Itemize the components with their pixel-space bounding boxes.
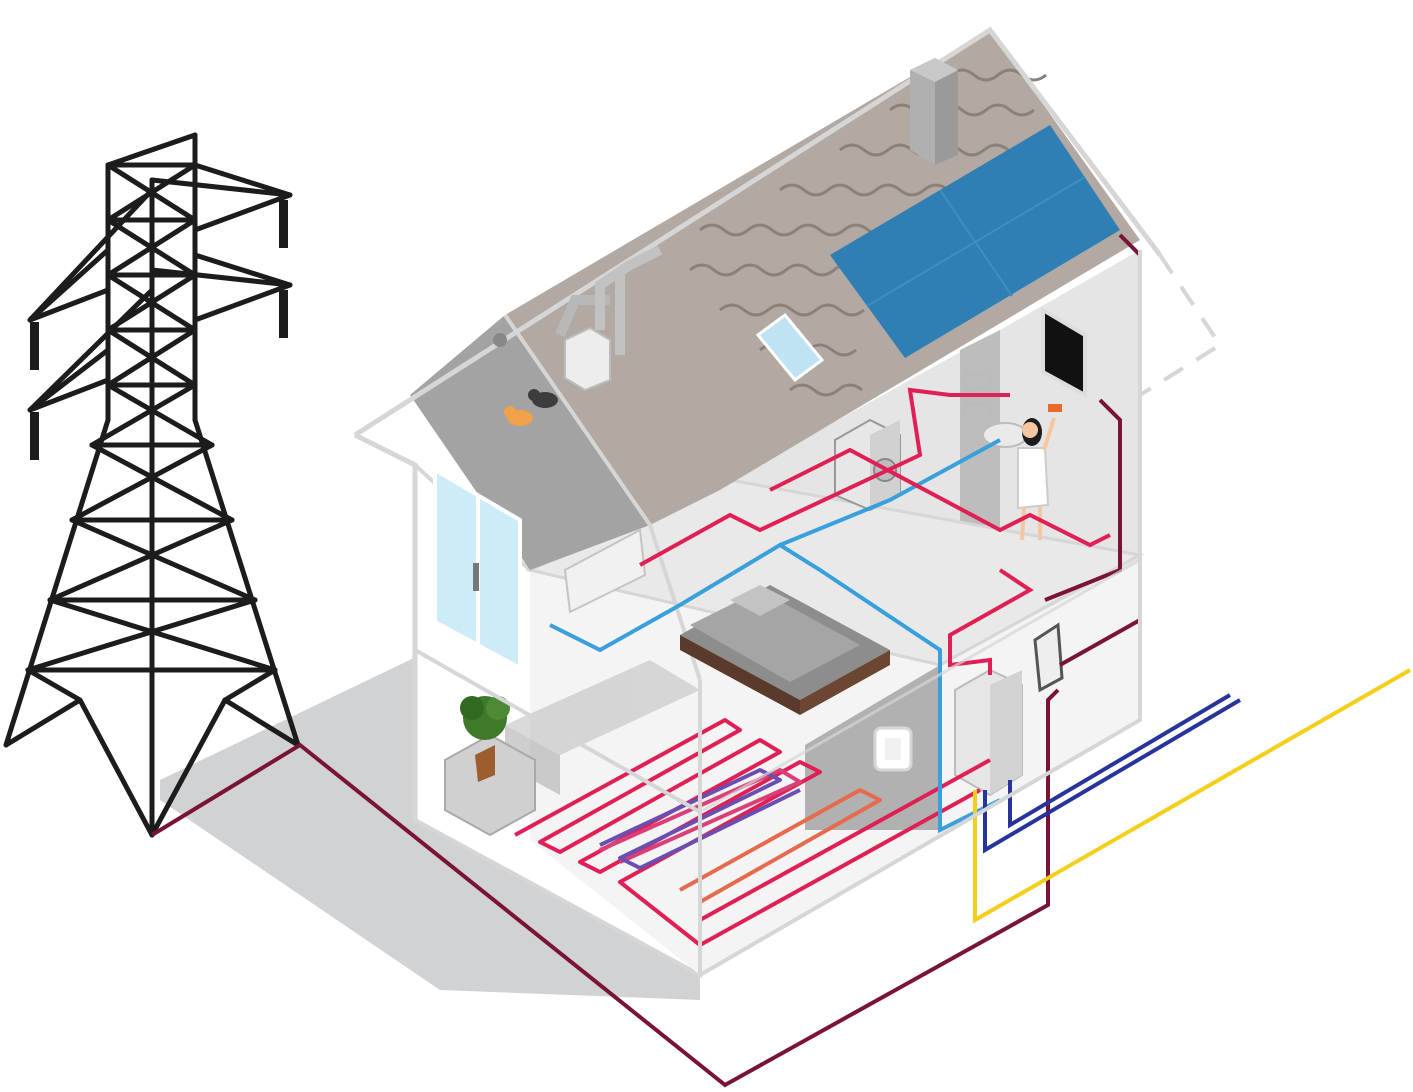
electric-meter-icon — [1033, 622, 1064, 693]
power-pylon-icon — [3, 132, 301, 838]
chimney-icon — [910, 58, 958, 165]
floor-line-right — [699, 558, 1141, 814]
towel-rail-icon — [963, 365, 992, 420]
electric-house-line — [1044, 398, 1122, 602]
hot-water-pipe-3 — [948, 568, 1034, 675]
washing-machine-icon — [834, 418, 901, 512]
grey-partition — [805, 665, 940, 830]
hot-water-pipe-2 — [769, 447, 1111, 548]
double-bed-icon — [680, 585, 890, 715]
house-front-frame — [698, 250, 1142, 979]
roof-outline — [353, 26, 1162, 438]
electric-supply-line — [150, 688, 1060, 1088]
woman-hair-dryer-icon — [1017, 404, 1062, 541]
cold-water-pipe — [549, 542, 1001, 834]
roof-eave — [503, 313, 702, 681]
cold-water-pipe-upper — [779, 438, 1001, 547]
pylon-insulators — [30, 200, 288, 460]
plant-pot-icon — [444, 696, 536, 837]
gable-outline — [353, 432, 418, 820]
underfloor-heating-icon — [514, 718, 991, 947]
dashed-outline — [1138, 253, 1223, 397]
radiator-icon — [563, 528, 647, 614]
boiler-icon — [493, 245, 663, 392]
attic-gable — [410, 315, 650, 570]
heat-pump-unit-icon — [954, 668, 1023, 797]
window-icon — [433, 466, 522, 672]
hot-water-pipe — [639, 387, 1010, 567]
skylight-icon — [755, 312, 825, 383]
solar-panel-icon — [830, 125, 1120, 358]
cats-icon — [504, 389, 558, 426]
floor-line — [414, 648, 701, 814]
gas-supply-line — [973, 668, 1411, 924]
light-switch-icon — [873, 726, 913, 772]
mirror-icon — [1041, 306, 1087, 399]
